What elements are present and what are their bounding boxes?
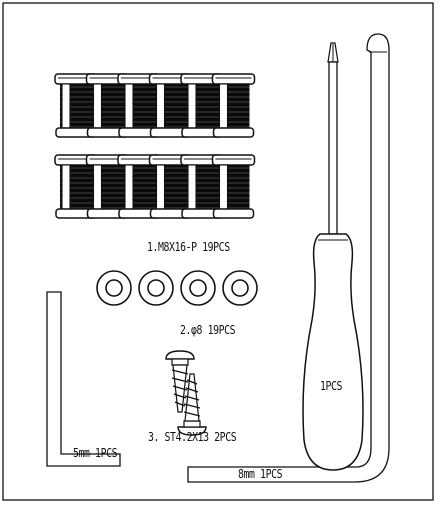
machine-screw-label: 1.M8X16-P 19PCS [147,240,230,254]
machine-screw [211,154,256,219]
machine-screw [148,154,193,219]
machine-screw [85,154,130,219]
machine-screw-group [54,73,256,219]
washer [96,270,132,306]
wood-screw [177,373,207,436]
wood-screw-label: 3. ST4.2X13 2PCS [148,430,237,444]
washer [222,270,258,306]
wood-screw-group [165,350,207,436]
machine-screw [54,73,98,138]
screwdriver [302,42,364,471]
washer-group [96,270,258,306]
washer [180,270,216,306]
machine-screw [180,154,224,219]
hex-key-8mm [187,33,390,483]
screwdriver-label: 1PCS [320,379,343,393]
hex-key-5mm-label: 5mm 1PCS [73,446,118,460]
machine-screw [54,154,98,219]
hex-key-8mm-label: 8mm 1PCS [238,467,283,481]
washer [138,270,174,306]
washer-label: 2.φ8 19PCS [180,323,236,337]
machine-screw [211,73,256,138]
hex-key-5mm [46,291,121,467]
wood-screw [165,350,195,413]
sheet-border [2,2,434,501]
